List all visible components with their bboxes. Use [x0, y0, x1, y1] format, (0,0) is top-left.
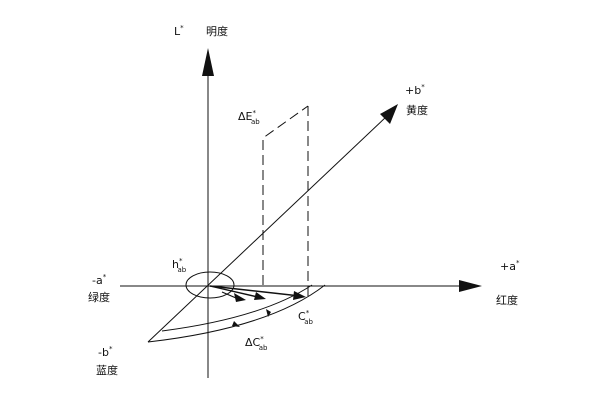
minus-a-axis-name: 绿度 [88, 290, 110, 304]
chroma-label: C*ab [298, 309, 313, 326]
plus-a-axis-name: 红度 [496, 293, 518, 307]
delta-c-arrow-left [232, 321, 240, 327]
delta-e-left-dashed-line [262, 105, 309, 285]
delta-c-arrow-right [266, 309, 271, 317]
chroma-vector-1 [209, 285, 263, 299]
chroma-arc-outer [147, 284, 326, 343]
l-axis-arrowhead [202, 48, 214, 76]
a-axis-arrowhead [459, 280, 482, 292]
chroma-vector-3-arrowhead [234, 293, 246, 302]
l-axis-name: 明度 [206, 24, 228, 38]
plus-b-axis-label: +b* [405, 83, 425, 97]
chroma-arc-inner [161, 284, 313, 332]
plus-a-axis-label: +a* [500, 259, 520, 273]
b-axis-arrowhead [380, 104, 398, 124]
plus-b-axis-name: 黄度 [406, 103, 428, 117]
l-axis-label: L* [174, 24, 184, 38]
hue-angle-label: h*ab [172, 257, 187, 274]
chroma-vector-2 [209, 285, 301, 297]
delta-e-label: ΔE*ab [238, 109, 260, 126]
hue-angle-ellipse [185, 271, 235, 299]
chroma-vector-1-arrowhead [254, 292, 266, 300]
minus-a-axis-label: -a* [92, 273, 107, 287]
b-axis-line [147, 116, 387, 343]
delta-c-label: ΔC*ab [245, 335, 268, 352]
hue-angle-marker [221, 291, 237, 299]
minus-b-axis-label: -b* [98, 345, 113, 359]
minus-b-axis-name: 蓝度 [96, 363, 118, 377]
chroma-vector-2-arrowhead [293, 291, 306, 300]
